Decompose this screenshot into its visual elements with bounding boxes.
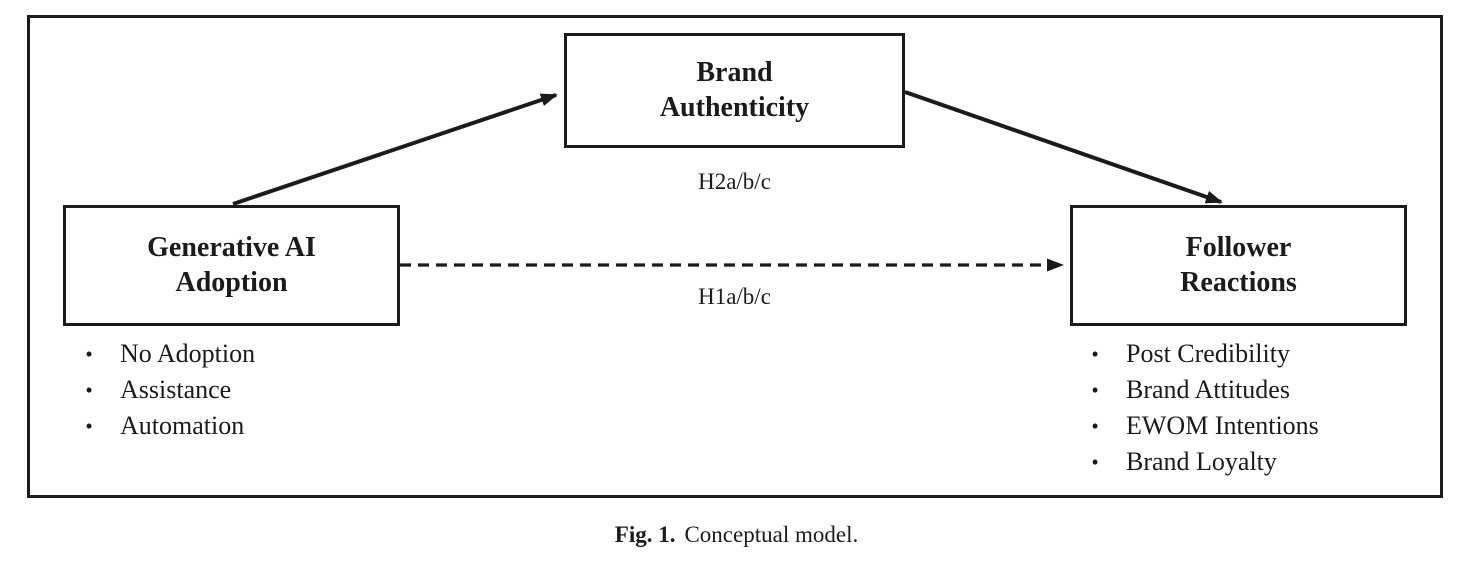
list-item-label: Brand Loyalty	[1126, 447, 1277, 476]
list-item: • Post Credibility	[1088, 336, 1319, 372]
bullet-icon: •	[1091, 341, 1099, 366]
node-label-line: Authenticity	[659, 91, 810, 123]
bullet-icon: •	[85, 377, 93, 402]
list-item-label: Assistance	[120, 375, 232, 404]
list-item: • Automation	[82, 408, 255, 444]
bullet-icon: •	[1091, 449, 1099, 474]
list-item-label: Post Credibility	[1126, 339, 1290, 368]
bullet-icon: •	[85, 413, 93, 438]
bullet-icon: •	[85, 341, 93, 366]
node-label-line: Adoption	[175, 266, 288, 298]
list-item: • No Adoption	[82, 336, 255, 372]
list-item-label: No Adoption	[120, 339, 256, 368]
figure-caption-text: Conceptual model.	[684, 522, 859, 547]
figure-caption: Fig. 1. Conceptual model.	[0, 522, 1473, 548]
list-item: • Brand Attitudes	[1088, 372, 1319, 408]
bullet-icon: •	[1091, 377, 1099, 402]
follower-reactions-list: • Post Credibility • Brand Attitudes • E…	[1088, 336, 1319, 480]
list-item-label: Brand Attitudes	[1126, 375, 1290, 404]
node-label-line: Brand	[696, 57, 773, 89]
list-item-label: EWOM Intentions	[1126, 411, 1319, 440]
node-label-line: Generative AI	[147, 232, 316, 264]
list-item: • Assistance	[82, 372, 255, 408]
node-generative-ai-adoption: Generative AI Adoption	[63, 205, 400, 326]
hypothesis-label-h2: H2a/b/c	[698, 169, 771, 194]
list-item: • Brand Loyalty	[1088, 444, 1319, 480]
node-brand-authenticity: Brand Authenticity	[564, 33, 905, 148]
bullet-icon: •	[1091, 413, 1099, 438]
node-label-line: Follower	[1185, 232, 1292, 264]
list-item-label: Automation	[120, 411, 245, 440]
adoption-levels-list: • No Adoption • Assistance • Automation	[82, 336, 255, 444]
node-label-line: Reactions	[1180, 266, 1297, 298]
node-follower-reactions: Follower Reactions	[1070, 205, 1407, 326]
list-item: • EWOM Intentions	[1088, 408, 1319, 444]
figure-caption-label: Fig. 1.	[614, 522, 676, 547]
hypothesis-label-h1: H1a/b/c	[698, 284, 771, 309]
